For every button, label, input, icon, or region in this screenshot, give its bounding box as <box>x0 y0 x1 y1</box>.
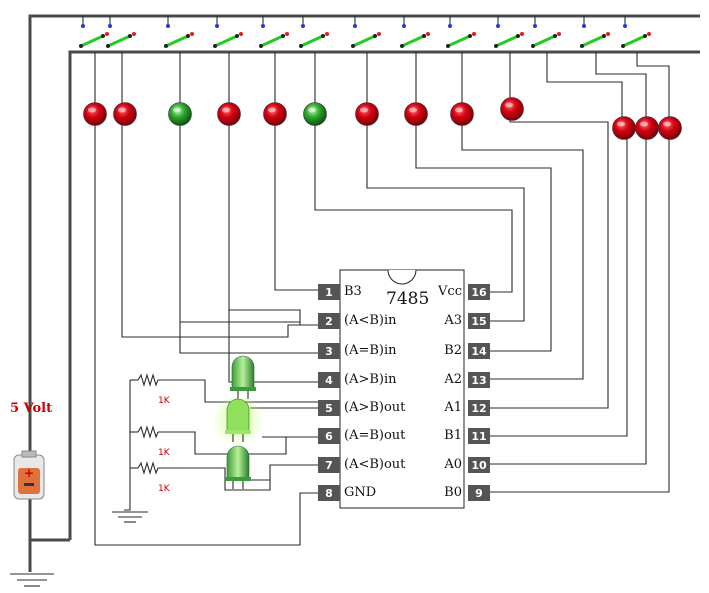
input-led-12 <box>635 116 659 140</box>
pin-number: 4 <box>325 374 333 387</box>
resistor-label: 1K <box>158 484 171 494</box>
pin-number: 10 <box>471 459 487 472</box>
pin-number: 16 <box>471 286 487 299</box>
pin-3: 3 (A=B)in <box>318 343 397 359</box>
pin-label: (A=B)in <box>344 343 397 358</box>
pin-label: (A=B)out <box>344 428 406 443</box>
pin-14: 14 B2 <box>444 343 490 359</box>
switch-1 <box>79 16 109 48</box>
resistors: 1K 1K 1K <box>137 373 171 494</box>
pin-label: (A>B)in <box>344 372 397 387</box>
resistor-label: 1K <box>158 448 171 458</box>
pin-number: 1 <box>325 286 333 299</box>
input-leds <box>83 97 682 140</box>
pin-4: 4 (A>B)in <box>318 372 397 388</box>
pin-label: A1 <box>443 400 462 415</box>
pin-label: A3 <box>443 313 462 328</box>
resistor-2: 1K <box>137 425 171 458</box>
output-leds <box>212 355 264 489</box>
pin-label: (A<B)in <box>344 313 397 328</box>
switch-7 <box>351 16 381 48</box>
switch-2 <box>106 16 136 48</box>
pin-1: 1 B3 <box>318 284 362 300</box>
pin-label: (A<B)out <box>344 457 406 472</box>
input-led-2 <box>113 102 137 126</box>
input-led-7 <box>355 102 379 126</box>
input-led-8 <box>404 102 428 126</box>
output-section <box>112 379 318 523</box>
pin-15: 15 A3 <box>443 313 490 329</box>
switch-12 <box>580 16 610 48</box>
ic-7485: 7485 <box>339 269 465 509</box>
output-led-3 <box>225 445 251 489</box>
input-led-11 <box>612 116 636 140</box>
pin-label: B0 <box>444 485 462 500</box>
pin-label: B3 <box>344 284 362 299</box>
top-rails <box>28 14 700 540</box>
pin-7: 7 (A<B)out <box>318 457 406 473</box>
pin-number: 7 <box>325 459 333 472</box>
switch-9 <box>446 16 476 48</box>
pin-number: 13 <box>471 374 486 387</box>
chip-pins: 1 B3 2 (A<B)in 3 (A=B)in 4 (A>B)in 5 (A>B)out 6 (A=… <box>318 284 490 501</box>
pin-6: 6 (A=B)out <box>318 428 406 444</box>
pin-5: 5 (A>B)out <box>318 400 406 416</box>
output-led-1 <box>230 355 256 399</box>
pin-number: 8 <box>325 487 333 500</box>
pin-12: 12 A1 <box>443 400 490 416</box>
pin-8: 8 GND <box>318 485 376 501</box>
pin-16: 16 Vcc <box>437 284 490 300</box>
power-supply: 5 Volt + <box>10 401 70 587</box>
resistor-3: 1K <box>137 461 171 494</box>
pin-label: A0 <box>443 457 462 472</box>
power-label: 5 Volt <box>10 401 52 416</box>
chip-name: 7485 <box>386 289 429 309</box>
switch-4 <box>213 16 243 48</box>
pin-number: 6 <box>325 430 333 443</box>
signal-wires <box>29 52 670 546</box>
pin-2: 2 (A<B)in <box>318 313 397 329</box>
pin-label: B1 <box>444 428 462 443</box>
pin-number: 5 <box>325 402 333 415</box>
pin-label: B2 <box>444 343 462 358</box>
input-led-3 <box>168 102 192 126</box>
pin-number: 3 <box>325 345 333 358</box>
svg-text:+: + <box>24 466 34 480</box>
resistor-label: 1K <box>158 396 171 406</box>
input-switches <box>79 16 651 48</box>
pin-number: 15 <box>471 315 486 328</box>
pin-number: 12 <box>471 402 486 415</box>
resistor-1: 1K <box>137 373 171 406</box>
switch-10 <box>494 16 524 48</box>
pin-label: (A>B)out <box>344 400 406 415</box>
output-led-2 <box>212 394 264 446</box>
pin-11: 11 B1 <box>444 428 490 444</box>
input-led-4 <box>217 102 241 126</box>
input-led-9 <box>450 102 474 126</box>
switch-3 <box>164 16 194 48</box>
switch-6 <box>299 16 329 48</box>
pin-number: 2 <box>325 315 333 328</box>
pin-10: 10 A0 <box>443 457 490 473</box>
pin-13: 13 A2 <box>443 372 490 388</box>
input-led-5 <box>263 102 287 126</box>
input-led-10 <box>500 97 524 121</box>
input-led-13 <box>658 116 682 140</box>
pin-9: 9 B0 <box>444 485 490 501</box>
switch-11 <box>531 16 561 48</box>
input-led-6 <box>303 102 327 126</box>
switch-13 <box>621 16 651 48</box>
switch-5 <box>259 16 289 48</box>
switch-8 <box>400 16 430 48</box>
pin-number: 14 <box>471 345 487 358</box>
pin-number: 11 <box>471 430 486 443</box>
pin-label: GND <box>344 485 376 500</box>
pin-number: 9 <box>475 487 483 500</box>
pin-label: Vcc <box>437 284 462 299</box>
pin-label: A2 <box>443 372 462 387</box>
input-led-1 <box>83 102 107 126</box>
